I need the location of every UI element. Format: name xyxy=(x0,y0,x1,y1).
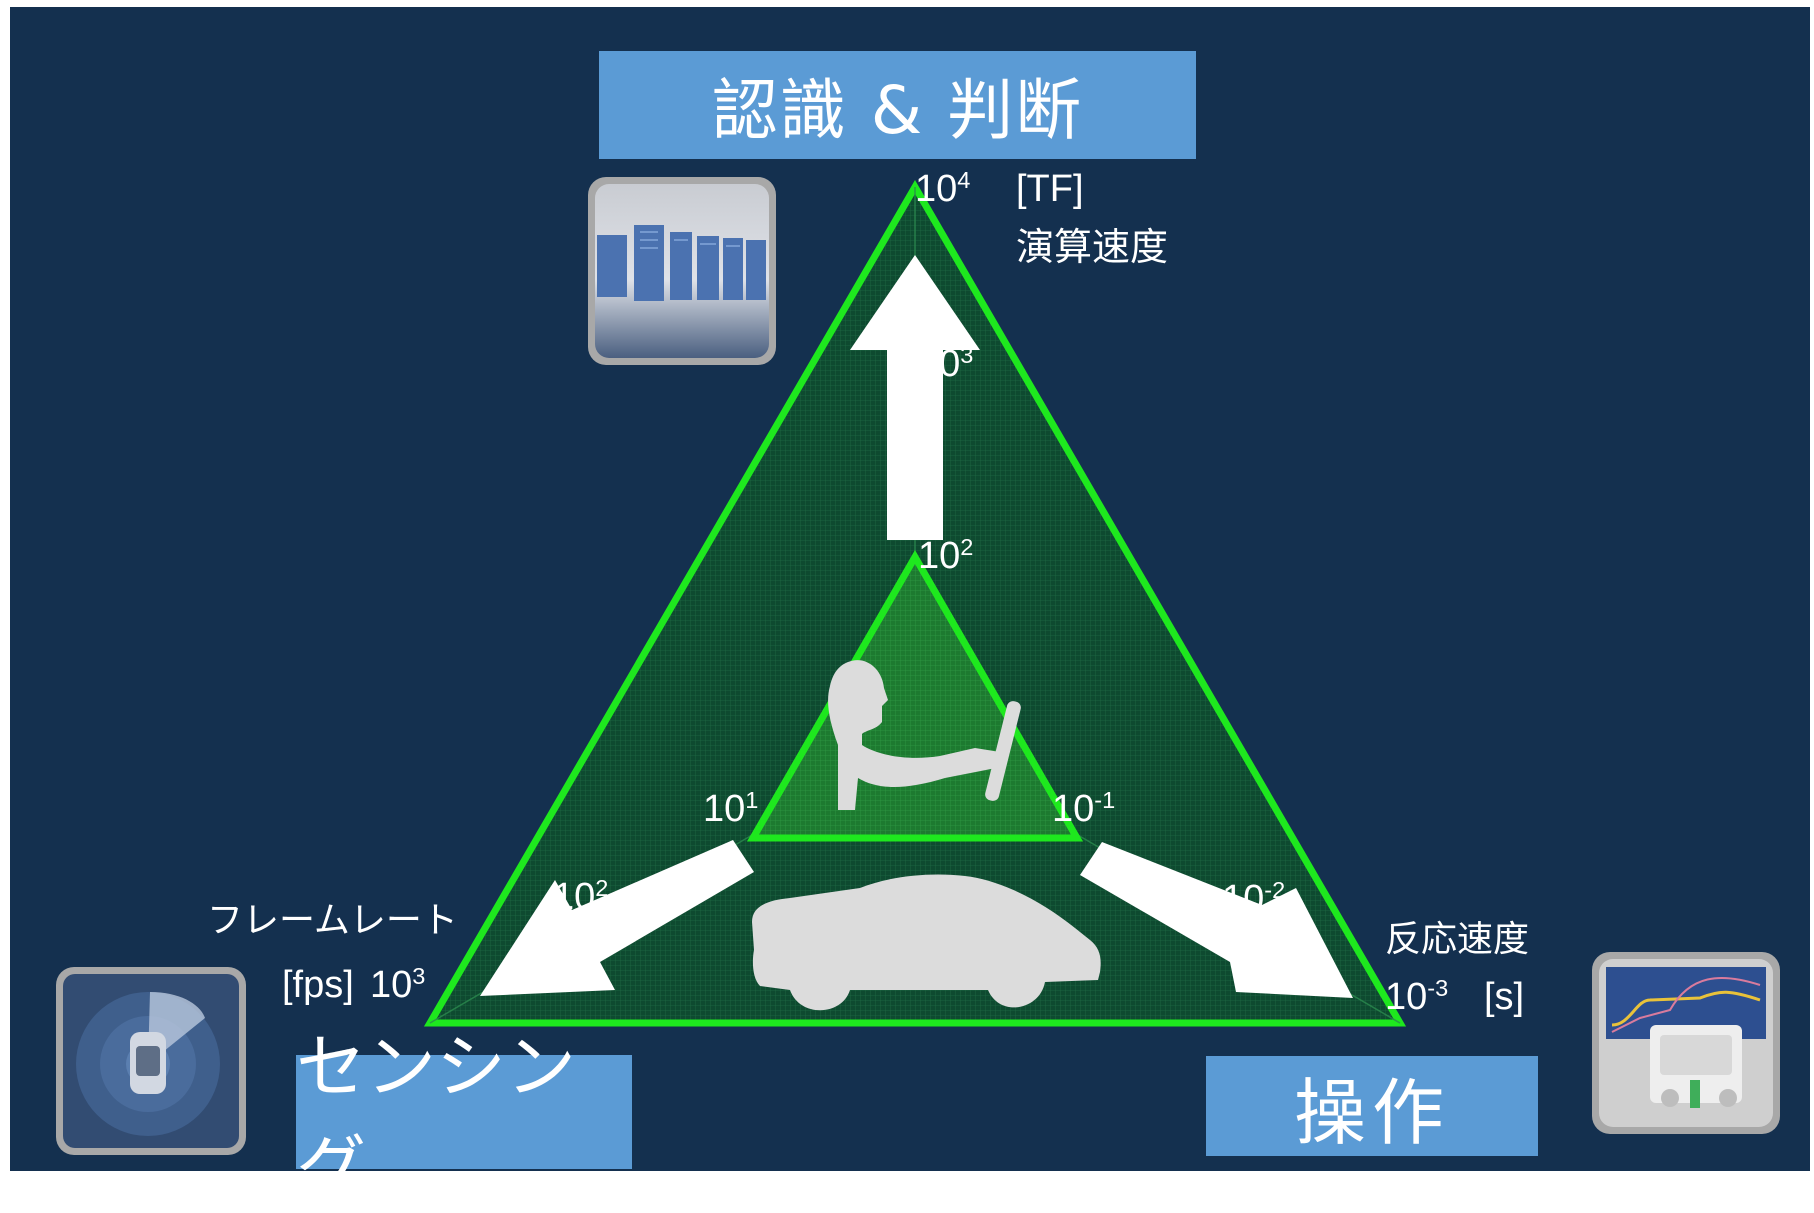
driver-silhouette-icon xyxy=(828,660,1021,810)
label-operation: 操作 xyxy=(1206,1056,1538,1156)
framerate-title: フレームレート xyxy=(207,900,458,941)
triangle-diagram xyxy=(56,177,1780,1155)
compute-unit: [TF] xyxy=(1016,168,1084,210)
label-left-text: センシング xyxy=(296,1026,576,1209)
label-top-text: 認識 & 判断 xyxy=(711,72,1084,149)
framerate-unit: [fps] xyxy=(282,964,354,1006)
diagram-canvas: 認識 & 判断 センシング 操作 104 [TF] 演算速度 103 102 フ… xyxy=(10,7,1810,1209)
label-right-text: 操作 xyxy=(1293,1070,1450,1155)
tick-framerate-1e1: 101 xyxy=(703,787,759,830)
compute-title: 演算速度 xyxy=(1016,225,1169,269)
tick-framerate-1e3: 103 xyxy=(370,963,426,1006)
car-silhouette-icon xyxy=(752,874,1101,1011)
tick-compute-1e3: 103 xyxy=(918,342,974,385)
reaction-unit: [s] xyxy=(1484,976,1525,1018)
tick-reaction-1e-3: 10-3 xyxy=(1385,975,1449,1018)
arrow-down-right xyxy=(1080,842,1353,998)
car-radar-icon xyxy=(56,967,246,1155)
label-sensing: センシング xyxy=(296,1026,632,1209)
motor-graph-icon xyxy=(1592,952,1780,1134)
tick-framerate-1e2: 102 xyxy=(553,875,609,918)
reaction-title: 反応速度 xyxy=(1385,919,1530,960)
tick-compute-1e4: 104 xyxy=(915,167,971,210)
label-recognition-judgment: 認識 & 判断 xyxy=(599,51,1196,159)
tick-reaction-1e-1: 10-1 xyxy=(1052,787,1116,830)
tick-compute-1e2: 102 xyxy=(918,534,974,577)
server-rack-icon xyxy=(588,177,776,365)
arrow-up xyxy=(850,255,980,540)
arrow-down-left xyxy=(480,840,754,996)
tick-reaction-1e-2: 10-2 xyxy=(1222,877,1286,920)
